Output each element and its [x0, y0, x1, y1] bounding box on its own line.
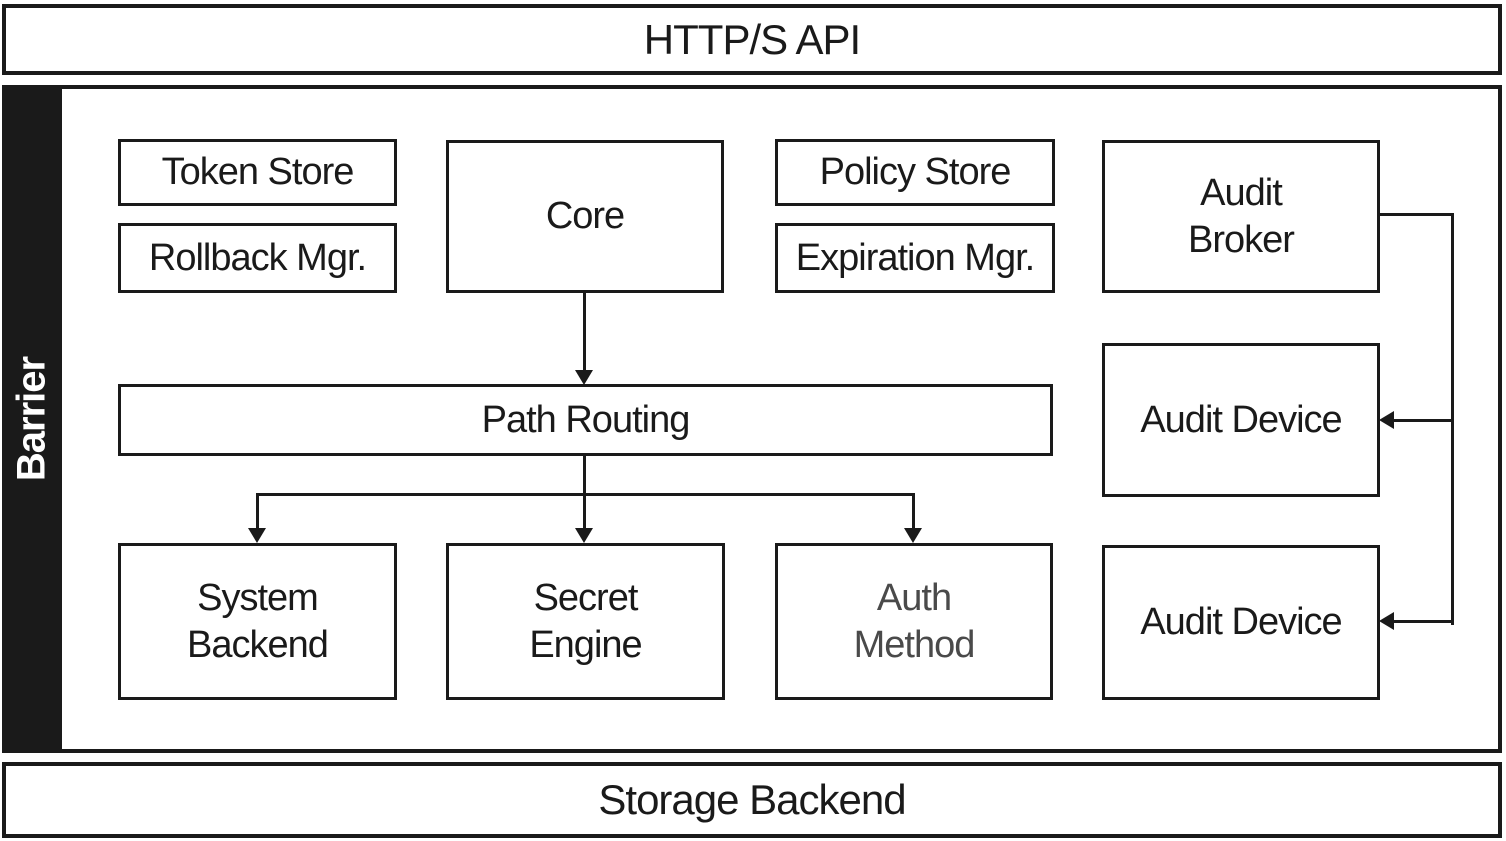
edge-line [256, 493, 259, 529]
node-token-store-label: Token Store [161, 151, 355, 194]
node-token-store: Token Store [118, 139, 397, 206]
node-secret-engine-label: Secret Engine [529, 577, 642, 666]
edge-line [1451, 213, 1454, 625]
edge-line [583, 456, 586, 496]
edge-line [912, 493, 915, 529]
node-path-routing: Path Routing [118, 384, 1053, 456]
node-core: Core [446, 140, 724, 293]
barrier-bar: Barrier [2, 85, 62, 753]
node-core-label: Core [545, 195, 625, 238]
node-auth-method: Auth Method [775, 543, 1053, 700]
node-system-backend-label: System Backend [187, 577, 329, 666]
http-api-label: HTTP/S API [643, 15, 861, 63]
arrow-down-icon [248, 528, 266, 543]
node-system-backend: System Backend [118, 543, 397, 700]
arrow-left-icon [1379, 411, 1394, 429]
storage-backend-label: Storage Backend [598, 776, 906, 823]
arrow-down-icon [575, 528, 593, 543]
http-api-bar: HTTP/S API [2, 4, 1502, 75]
node-audit-device-1-label: Audit Device [1140, 398, 1342, 441]
node-audit-device-2-label: Audit Device [1140, 601, 1342, 644]
node-policy-store: Policy Store [775, 139, 1055, 206]
edge-line [1394, 620, 1451, 623]
edge-line [583, 293, 586, 372]
arrow-left-icon [1379, 612, 1394, 630]
edge-line [1380, 213, 1454, 216]
arrow-down-icon [575, 370, 593, 385]
node-audit-broker: Audit Broker [1102, 140, 1380, 293]
node-audit-device-2: Audit Device [1102, 545, 1380, 700]
edge-line [1394, 419, 1451, 422]
arrow-down-icon [904, 528, 922, 543]
barrier-label: Barrier [9, 356, 54, 482]
barrier-section: Barrier Token Store Rollback Mgr. Core P… [2, 85, 1502, 753]
node-audit-broker-label: Audit Broker [1188, 172, 1295, 261]
node-auth-method-label: Auth Method [853, 577, 976, 666]
edge-line [583, 493, 586, 529]
node-secret-engine: Secret Engine [446, 543, 725, 700]
node-audit-device-1: Audit Device [1102, 343, 1380, 497]
node-path-routing-label: Path Routing [481, 398, 691, 441]
storage-backend-bar: Storage Backend [2, 762, 1502, 838]
node-expiration-mgr-label: Expiration Mgr. [795, 236, 1035, 279]
node-policy-store-label: Policy Store [819, 151, 1012, 194]
node-expiration-mgr: Expiration Mgr. [775, 223, 1055, 293]
node-rollback-mgr: Rollback Mgr. [118, 223, 397, 293]
node-rollback-mgr-label: Rollback Mgr. [148, 236, 367, 279]
